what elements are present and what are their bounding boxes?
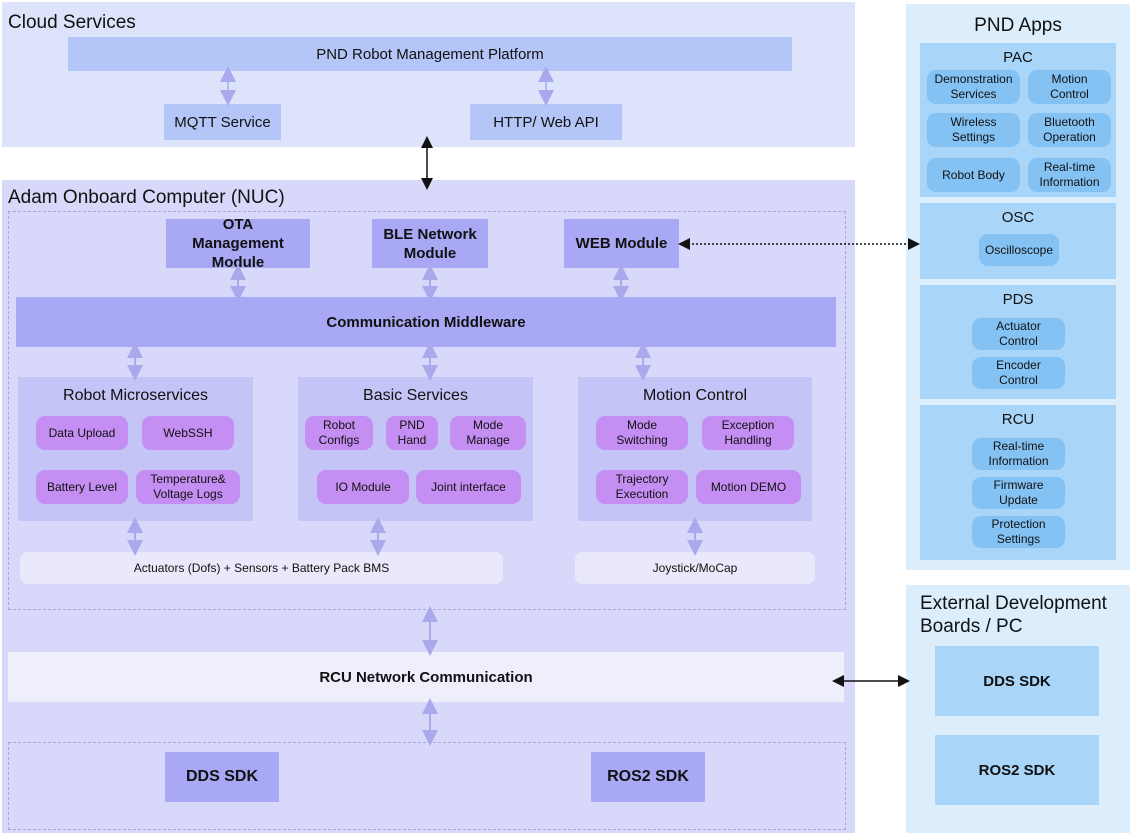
pnd-hand-chip: PND Hand [386,416,438,450]
robot-configs-chip: Robot Configs [305,416,373,450]
encoder-control-chip: Encoder Control [972,357,1065,389]
demonstration-services-label: Demonstration Services [934,72,1013,101]
encoder-control-label: Encoder Control [996,358,1041,387]
motion-demo-chip: Motion DEMO [696,470,801,504]
osc-title: OSC [1001,209,1035,226]
pnd-robot-management-platform: PND Robot Management Platform [68,37,792,71]
actuator-control-chip: Actuator Control [972,318,1065,350]
temperature-voltage-logs-chip: Temperature& Voltage Logs [136,470,240,504]
mode-switching-chip: Mode Switching [596,416,688,450]
osc-group: OSC Oscilloscope [920,203,1116,279]
web-module: WEB Module [564,219,679,268]
cloud-services-title: Cloud Services [8,12,136,33]
firmware-update-label: Firmware Update [993,478,1044,507]
nuc-title: Adam Onboard Computer (NUC) [8,187,285,208]
exception-handling-chip: Exception Handling [702,416,794,450]
temperature-voltage-label: Temperature& Voltage Logs [150,472,226,501]
robot-microservices-title: Robot Microservices [63,387,208,404]
motion-control-title: Motion Control [642,387,748,404]
pac-title: PAC [1003,49,1033,66]
ble-network-module: BLE Network Module [372,219,488,268]
ota-label: OTA Management Module [192,216,284,271]
pac-motion-control-chip: Motion Control [1028,70,1111,104]
pnd-apps-title: PND Apps [974,15,1062,36]
bluetooth-operation-chip: Bluetooth Operation [1028,113,1111,147]
webssh-chip: WebSSH [142,416,234,450]
io-module-chip: IO Module [317,470,409,504]
actuators-sensors-bar: Actuators (Dofs) + Sensors + Battery Pac… [20,552,503,584]
communication-middleware: Communication Middleware [16,297,836,347]
trajectory-execution-chip: Trajectory Execution [596,470,688,504]
mode-manage-label: Mode Manage [466,418,510,447]
protection-settings-label: Protection Settings [991,517,1046,546]
battery-level-chip: Battery Level [36,470,128,504]
mqtt-service-box: MQTT Service [164,104,281,140]
rcu-group: RCU Real-time Information Firmware Updat… [920,405,1116,560]
basic-services-title: Basic Services [363,387,468,404]
pnd-hand-label: PND Hand [397,418,427,447]
pac-realtime-information-label: Real-time Information [1039,160,1100,189]
external-ros2-sdk: ROS2 SDK [935,735,1099,805]
pac-motion-control-label: Motion Control [1050,72,1089,101]
ble-label: BLE Network Module [383,225,477,262]
rcu-realtime-information-label: Real-time Information [988,439,1049,468]
external-dds-sdk: DDS SDK [935,646,1099,716]
firmware-update-chip: Firmware Update [972,477,1065,509]
protection-settings-chip: Protection Settings [972,516,1065,548]
demonstration-services-chip: Demonstration Services [927,70,1020,104]
mode-switching-label: Mode Switching [616,418,668,447]
ota-management-module: OTA Management Module [166,216,310,271]
rcu-title: RCU [1001,411,1035,428]
nuc-dds-sdk: DDS SDK [165,752,279,802]
bluetooth-operation-label: Bluetooth Operation [1043,115,1096,144]
motion-control-panel: Motion Control Mode Switching Exception … [578,377,812,521]
joint-interface-chip: Joint interface [416,470,521,504]
robot-microservices-panel: Robot Microservices Data Upload WebSSH B… [18,377,253,521]
rcu-realtime-information-chip: Real-time Information [972,438,1065,470]
mode-manage-chip: Mode Manage [450,416,526,450]
exception-handling-label: Exception Handling [721,418,775,447]
http-web-api-box: HTTP/ Web API [470,104,622,140]
rcu-network-communication: RCU Network Communication [8,652,844,702]
cloud-services-region: Cloud Services PND Robot Management Plat… [2,2,855,147]
pac-group: PAC Demonstration Services Motion Contro… [920,43,1116,197]
wireless-settings-chip: Wireless Settings [927,113,1020,147]
external-title-line2: Boards / PC [920,616,1023,637]
robot-body-chip: Robot Body [927,158,1020,192]
basic-services-panel: Basic Services Robot Configs PND Hand Mo… [298,377,533,521]
pds-title: PDS [1002,291,1034,308]
pac-realtime-information-chip: Real-time Information [1028,158,1111,192]
nuc-ros2-sdk: ROS2 SDK [591,752,705,802]
external-title-line1: External Development [920,593,1107,614]
joystick-mocap-bar: Joystick/MoCap [575,552,815,584]
data-upload-chip: Data Upload [36,416,128,450]
oscilloscope-chip: Oscilloscope [979,234,1059,266]
trajectory-execution-label: Trajectory Execution [615,472,669,501]
wireless-settings-label: Wireless Settings [950,115,997,144]
pds-group: PDS Actuator Control Encoder Control [920,285,1116,399]
actuator-control-label: Actuator Control [996,319,1041,348]
robot-configs-label: Robot Configs [318,418,360,447]
